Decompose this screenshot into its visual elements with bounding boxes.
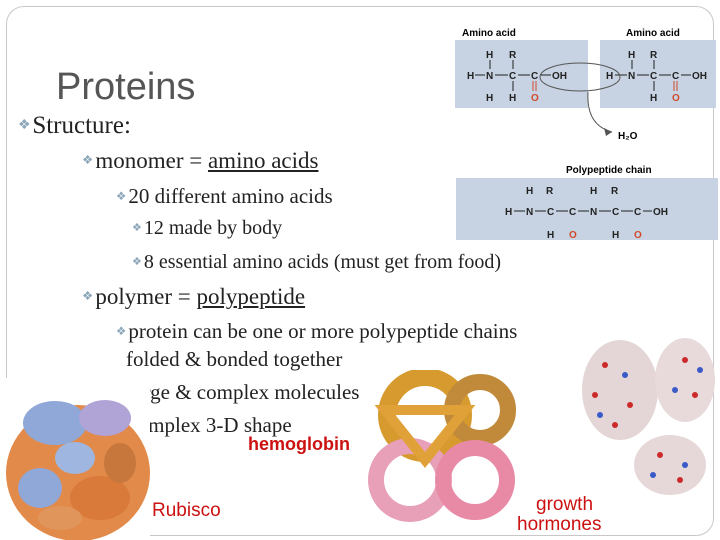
svg-text:H: H	[509, 93, 516, 104]
amino-acid-right: H R H N C C OH H O	[606, 50, 707, 104]
bullet-twenty: ❖20 different amino acids	[116, 184, 333, 208]
amino-acid-box-left	[455, 40, 588, 108]
svg-text:R: R	[509, 50, 517, 61]
svg-text:C: C	[569, 207, 576, 218]
bullet-large: ❖large & complex molecules	[116, 380, 359, 405]
svg-text:H: H	[628, 50, 635, 61]
svg-text:N: N	[526, 207, 533, 218]
bullet-marker-icon: ❖	[82, 153, 94, 168]
svg-text:C: C	[509, 71, 516, 82]
svg-text:OH: OH	[653, 207, 668, 218]
bullet-marker-icon: ❖	[82, 289, 94, 304]
amino-acid-left: H R H N C C OH H H O	[467, 50, 567, 104]
growth-caption-line1: growth	[536, 494, 594, 515]
bullet-structure: ❖Structure:	[18, 112, 131, 139]
svg-text:N: N	[628, 71, 635, 82]
growth-hormone-structure-image	[582, 338, 715, 495]
slide-frame	[6, 6, 714, 536]
svg-text:C: C	[547, 207, 554, 218]
svg-text:R: R	[650, 50, 658, 61]
polypeptide-label: Polypeptide chain	[566, 165, 652, 176]
polypeptide-chain: H R H R H N C C N C C OH H O H O	[505, 186, 668, 241]
bullet-protein-cont: folded & bonded together	[126, 347, 343, 371]
bullet-monomer: ❖monomer = amino acids	[82, 148, 319, 173]
hemoglobin-structure-image	[368, 370, 516, 522]
polypeptide-box	[456, 178, 718, 240]
svg-text:R: R	[611, 186, 619, 197]
svg-text:O: O	[634, 230, 642, 241]
svg-text:C: C	[650, 71, 657, 82]
growth-caption-line2: hormones	[517, 514, 602, 535]
water-label: H₂O	[618, 131, 638, 142]
svg-text:O: O	[672, 93, 680, 104]
svg-text:H: H	[612, 230, 619, 241]
svg-text:H: H	[650, 93, 657, 104]
svg-text:H: H	[467, 71, 474, 82]
hemoglobin-caption: hemoglobin	[248, 434, 350, 454]
bullet-eight: ❖8 essential amino acids (must get from …	[132, 251, 502, 273]
svg-text:R: R	[546, 186, 554, 197]
svg-text:OH: OH	[552, 71, 567, 82]
monomer-term: amino acids	[207, 148, 319, 173]
svg-text:H: H	[590, 186, 597, 197]
bullet-marker-icon: ❖	[18, 117, 31, 133]
arrow-head-icon	[604, 128, 612, 136]
amino-acid-label-left: Amino acid	[462, 28, 516, 39]
svg-text:H: H	[486, 93, 493, 104]
rubisco-structure-image	[0, 378, 150, 540]
svg-text:O: O	[569, 230, 577, 241]
bullet-protein: ❖protein can be one or more polypeptide …	[116, 319, 518, 343]
svg-text:N: N	[486, 71, 493, 82]
svg-text:C: C	[672, 71, 679, 82]
bullet-marker-icon: ❖	[132, 255, 142, 268]
svg-text:N: N	[590, 207, 597, 218]
svg-text:H: H	[526, 186, 533, 197]
svg-text:C: C	[612, 207, 619, 218]
svg-text:H: H	[505, 207, 512, 218]
svg-text:O: O	[531, 93, 539, 104]
bullet-polymer: ❖polymer = polypeptide	[82, 284, 306, 309]
svg-text:OH: OH	[692, 71, 707, 82]
bullet-marker-icon: ❖	[132, 221, 142, 234]
reaction-ellipse	[539, 62, 621, 92]
svg-text:C: C	[634, 207, 641, 218]
bullet-marker-icon: ❖	[116, 190, 127, 203]
svg-text:C: C	[531, 71, 538, 82]
bullet-marker-icon: ❖	[116, 325, 127, 338]
bullet-twelve: ❖12 made by body	[132, 217, 283, 239]
amino-acid-diagram: Amino acid Amino acid H₂O Polypeptide ch…	[455, 28, 718, 241]
amino-acid-label-right: Amino acid	[626, 28, 680, 39]
polymer-term: polypeptide	[196, 284, 306, 309]
svg-text:H: H	[547, 230, 554, 241]
svg-text:H: H	[486, 50, 493, 61]
svg-text:H: H	[606, 71, 613, 82]
slide-title: Proteins	[56, 66, 196, 108]
rubisco-caption: Rubisco	[152, 500, 221, 521]
